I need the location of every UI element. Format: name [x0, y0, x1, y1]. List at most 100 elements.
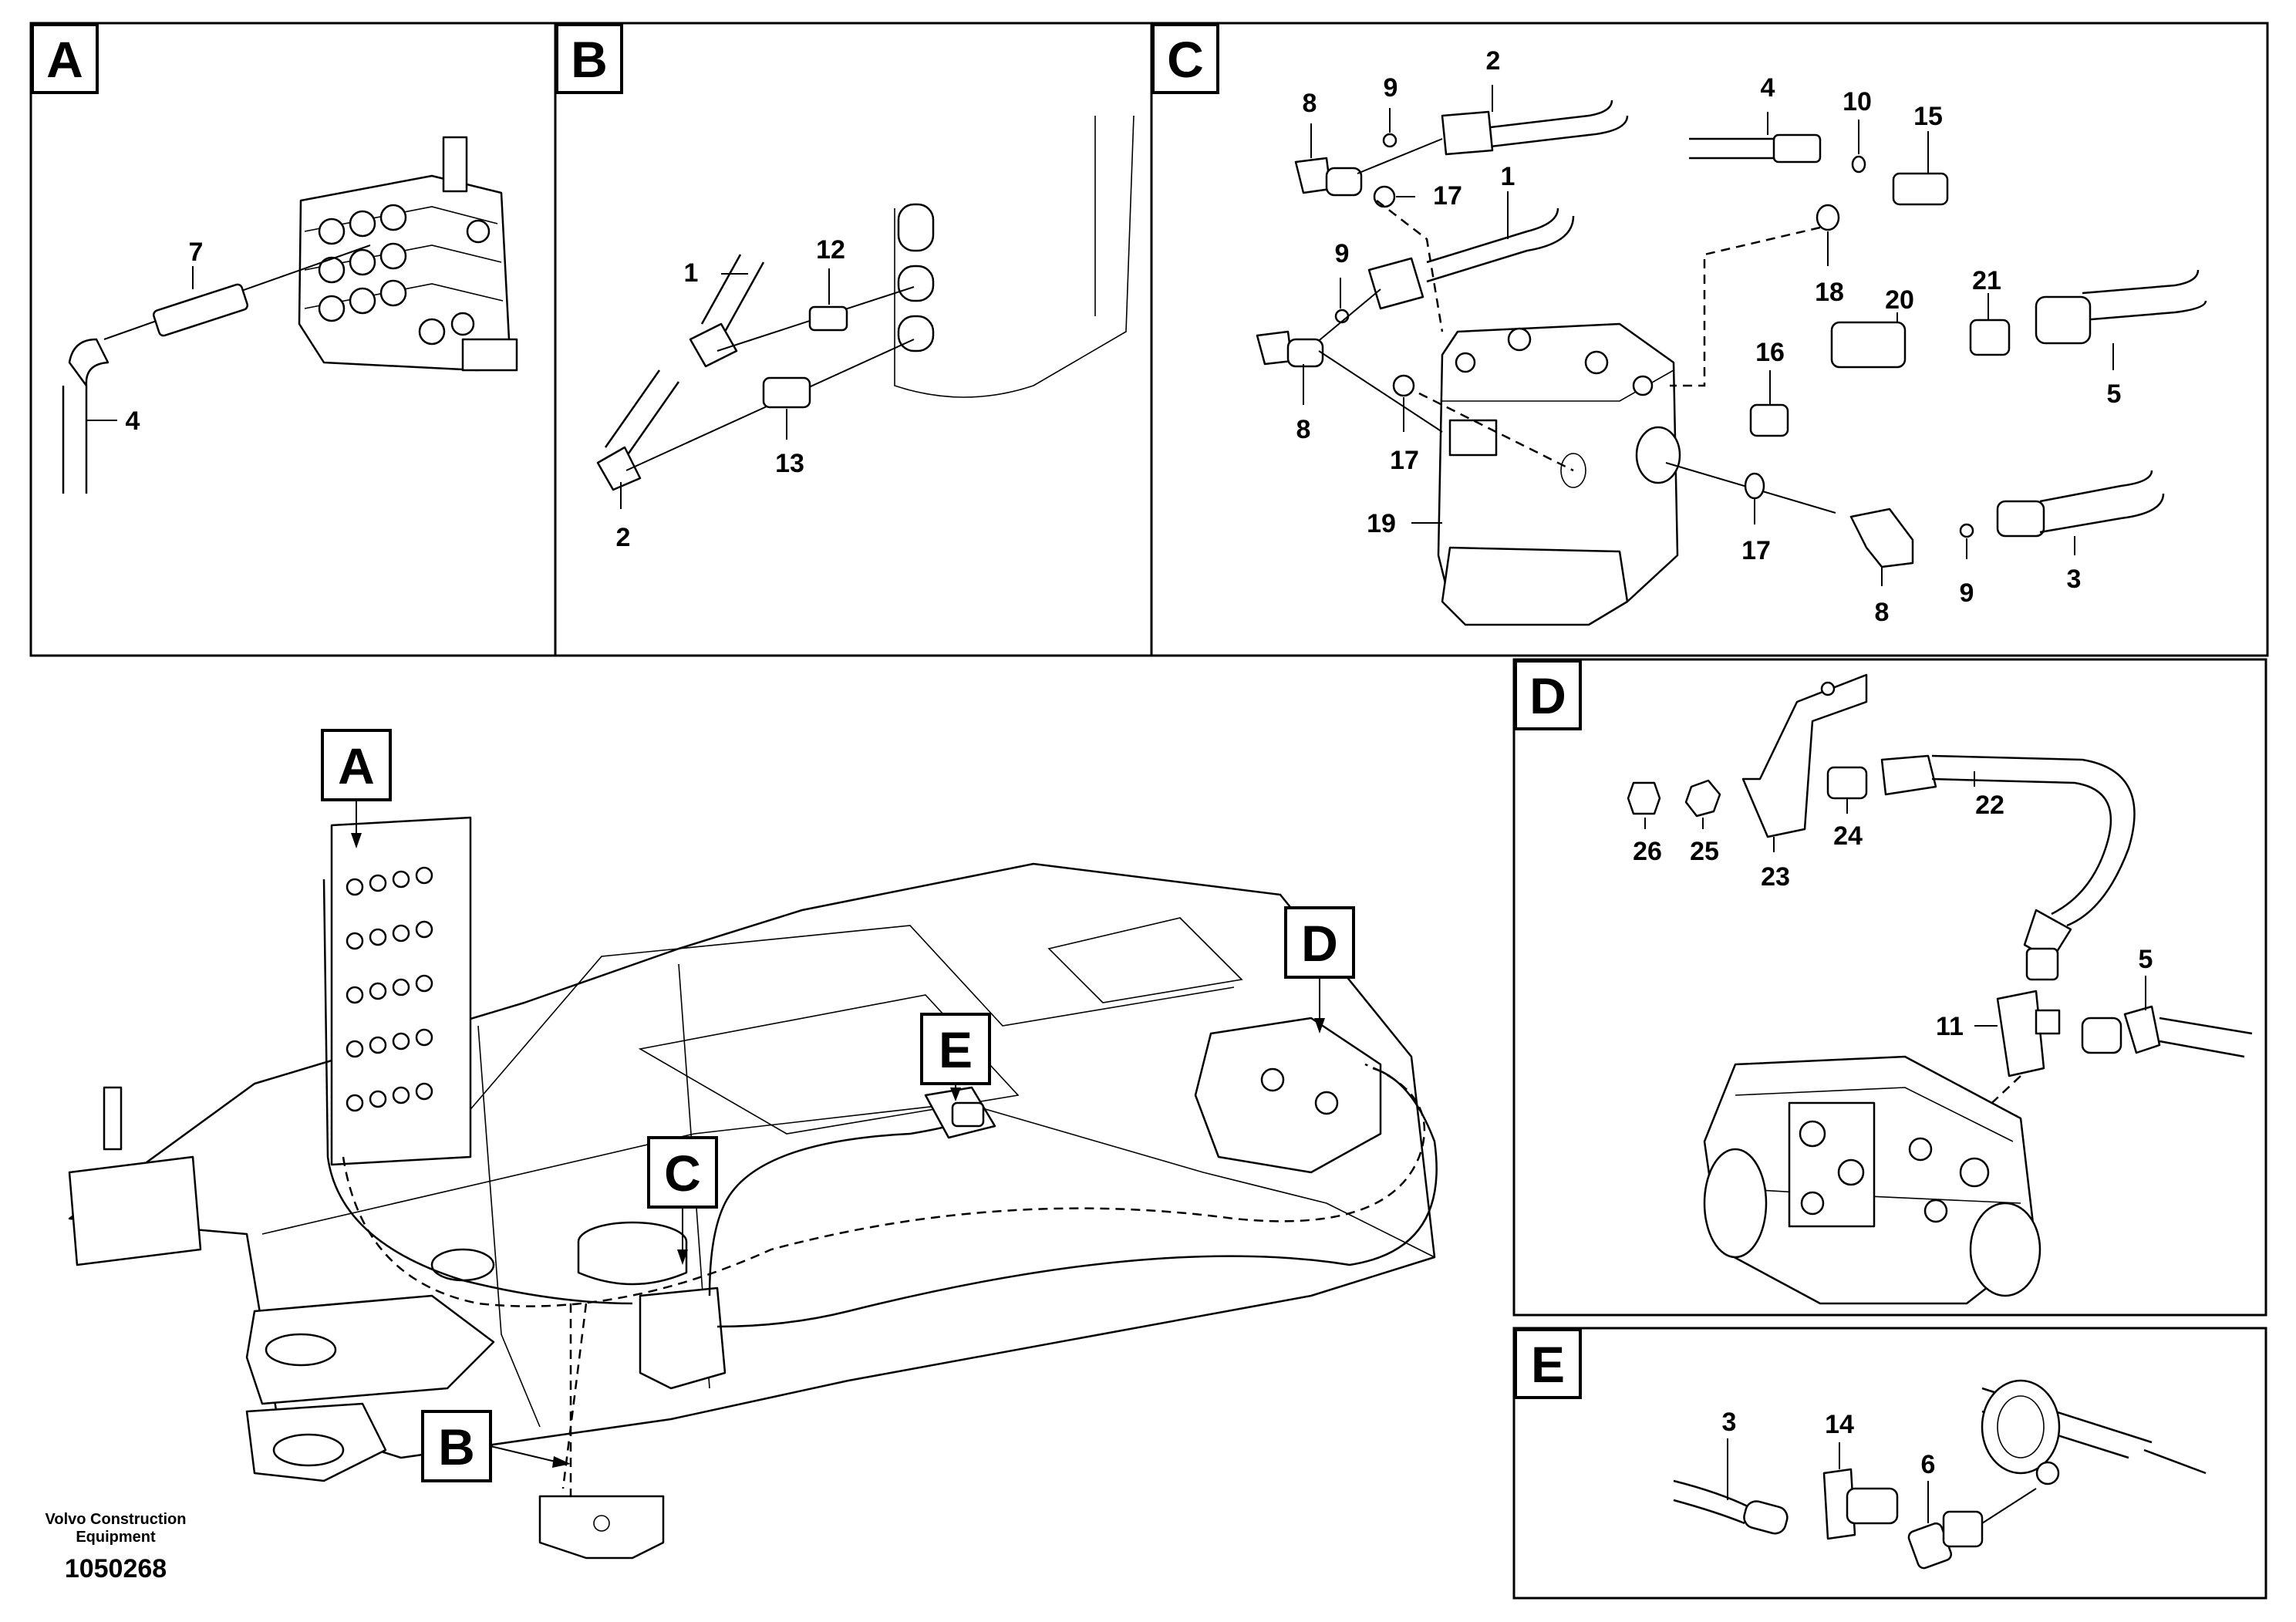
- hose-c3-nut: [1996, 500, 2045, 538]
- detail-d-letter: D: [1529, 667, 1566, 724]
- detail-e-label-box: E: [1514, 1328, 1582, 1399]
- part-d22-label: 22: [1975, 791, 2004, 820]
- part-d5-label: 5: [2139, 945, 2153, 974]
- part-d23-label: 23: [1761, 862, 1790, 892]
- tee-11: [1996, 990, 2045, 1077]
- callout-e-letter: E: [939, 1021, 973, 1078]
- part-c17-right-label: 17: [1741, 536, 1771, 565]
- part-c19-label: 19: [1367, 509, 1396, 538]
- detail-d: D 26 25 24: [1512, 658, 2267, 1317]
- part-e3-label: 3: [1722, 1408, 1737, 1437]
- part-b13-label: 13: [775, 449, 804, 478]
- detail-b-label-box: B: [555, 23, 623, 94]
- detail-c-letter: C: [1167, 31, 1204, 88]
- hose-e3: [1673, 1479, 1752, 1525]
- hose-1: [700, 254, 765, 332]
- company-name-line2: Equipment: [76, 1529, 156, 1546]
- detail-e: E 3 14 6: [1512, 1327, 2267, 1600]
- hose-c3: [2039, 470, 2165, 534]
- callout-d: D: [1284, 906, 1355, 1034]
- part-c9-mid-label: 9: [1335, 239, 1350, 268]
- o-ring-c10: [1851, 155, 1866, 174]
- part-c16-label: 16: [1755, 338, 1785, 367]
- fitting-c8-top: [1294, 157, 1332, 194]
- part-d24-label: 24: [1833, 821, 1863, 851]
- detail-e-letter: E: [1531, 1336, 1565, 1393]
- callout-a-letter: A: [338, 737, 375, 794]
- detail-a: A 7 4: [31, 23, 518, 494]
- hose-c2: [1457, 99, 1629, 152]
- part-c1-label: 1: [1501, 162, 1515, 191]
- detail-d-label-box: D: [1514, 659, 1582, 730]
- hose-c1: [1426, 207, 1575, 283]
- main-hose-e: [708, 1117, 973, 1297]
- part-e6-label: 6: [1921, 1450, 1936, 1479]
- part-c8-mid-label: 8: [1296, 415, 1311, 444]
- fitting-c16: [1749, 403, 1789, 437]
- nut-c21: [1969, 319, 2011, 356]
- part-c8-top-label: 8: [1303, 89, 1317, 118]
- elbow-fitting: [68, 338, 110, 387]
- o-ring-c9-right: [1959, 523, 1974, 538]
- fitting-24: [1826, 766, 1868, 800]
- part-b1-label: 1: [684, 258, 699, 288]
- part-d11-label: 11: [1936, 1012, 1964, 1041]
- fitting-12: [808, 305, 848, 332]
- detail-b: B 1 12 13 2: [555, 23, 1135, 552]
- part-b2-label: 2: [616, 523, 631, 552]
- machine-frame-overview: [68, 816, 1438, 1560]
- part-c15-label: 15: [1913, 102, 1943, 131]
- fitting-13: [762, 376, 811, 409]
- detail-c-label-box: C: [1151, 23, 1219, 94]
- callout-b-letter: B: [438, 1418, 475, 1475]
- bracket-23: [1741, 673, 1868, 838]
- tee-14: [1822, 1468, 1856, 1540]
- hose-d5-end: [2123, 1005, 2161, 1054]
- o-ring-c17-right: [1744, 472, 1765, 500]
- hose-c5: [2082, 269, 2207, 322]
- hose-1-end: [689, 322, 738, 368]
- callout-c: C: [647, 1136, 718, 1265]
- part-c20-label: 20: [1885, 285, 1914, 315]
- hose-4: [62, 386, 88, 494]
- company-name-line1: Volvo Construction: [46, 1511, 187, 1528]
- detail-b-letter: B: [571, 31, 608, 88]
- nut-26: [1627, 781, 1661, 815]
- hose-c2-nut: [1441, 110, 1494, 156]
- part-c21-label: 21: [1972, 266, 2001, 295]
- o-ring-c18: [1816, 204, 1840, 231]
- hose-2-end: [596, 446, 642, 491]
- control-valve-block: [298, 136, 518, 372]
- callout-c-letter: C: [664, 1145, 701, 1202]
- swivel-body: [894, 115, 1135, 398]
- part-c17-top-label: 17: [1433, 181, 1462, 211]
- main-control-valve-stack: [330, 816, 472, 1166]
- part-c5-label: 5: [2107, 379, 2122, 409]
- part-c4-label: 4: [1761, 73, 1775, 103]
- part-d25-label: 25: [1690, 837, 1719, 866]
- o-ring-c17-top: [1373, 185, 1396, 208]
- adapter-c20: [1830, 321, 1907, 369]
- callout-d-letter: D: [1301, 915, 1338, 972]
- o-ring-c17-mid: [1392, 374, 1415, 397]
- top-panels-frame: [29, 22, 2269, 657]
- callout-b: B: [421, 1410, 571, 1482]
- part-c9-top-label: 9: [1384, 73, 1398, 103]
- hydraulic-pump: [1703, 1055, 2041, 1305]
- part-c2-label: 2: [1486, 46, 1501, 76]
- main-hose-a: [322, 878, 633, 1305]
- fitting-c8-mid: [1256, 330, 1293, 366]
- callout-e: E: [920, 1013, 991, 1101]
- part-b12-label: 12: [816, 235, 845, 265]
- drawing-footer: Volvo Construction Equipment 1050268: [46, 1511, 187, 1583]
- part-c10-label: 10: [1843, 87, 1872, 116]
- part-c8-right-label: 8: [1875, 598, 1890, 627]
- connector-7: [152, 283, 249, 337]
- hose-c1-nut: [1367, 257, 1424, 310]
- part-4-label: 4: [126, 406, 140, 436]
- detail-a-letter: A: [46, 31, 83, 88]
- part-c18-label: 18: [1815, 278, 1844, 307]
- hose-c4: [1689, 137, 1782, 160]
- part-e14-label: 14: [1825, 1410, 1854, 1439]
